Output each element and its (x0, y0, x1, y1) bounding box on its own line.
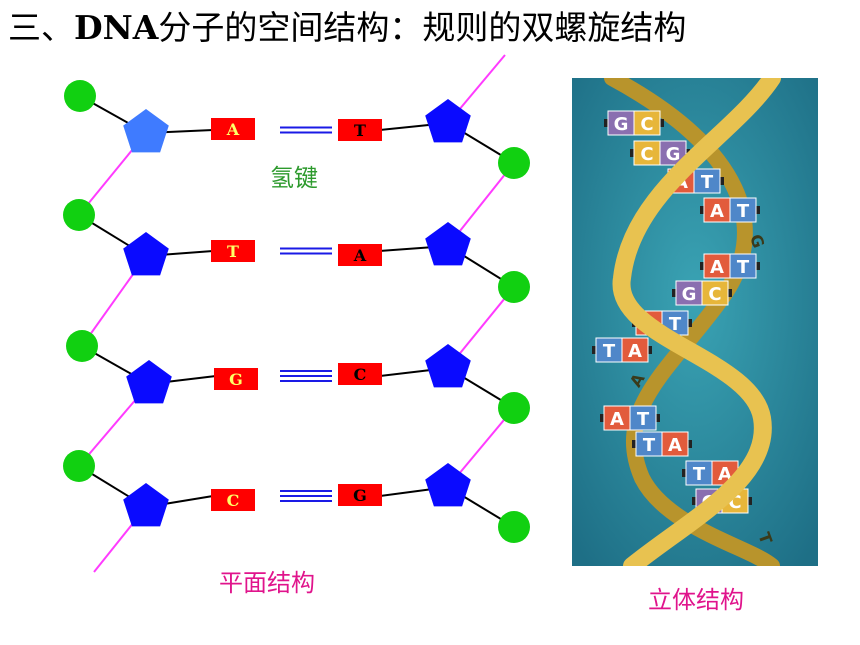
base-box (338, 363, 382, 385)
helix-base-letter: G (682, 284, 697, 305)
helix-base-letter: G (666, 144, 681, 165)
deoxyribose-pentagon (425, 463, 471, 507)
title-rest: 分子的空间结构：规则的双螺旋结构 (158, 8, 687, 47)
base-box (214, 368, 258, 390)
base-box (338, 119, 382, 141)
helix-base-letter: A (710, 201, 724, 222)
right-base-letter: A (353, 246, 367, 265)
helix-base-letter: A (668, 435, 682, 456)
page-title: 三、DNA分子的空间结构：规则的双螺旋结构 (8, 4, 686, 52)
helix-base-tile (675, 280, 703, 306)
left-base-letter: G (229, 370, 243, 389)
base-box (211, 240, 255, 262)
stereo-structure-label: 立体结构 (648, 586, 744, 614)
helix-base-tile (629, 405, 657, 431)
right-base-letter: T (354, 121, 366, 140)
flat-structure-label: 平面结构 (219, 569, 315, 597)
base-box (211, 489, 255, 511)
helix-base-tile (603, 405, 631, 431)
helix-base-letter: T (669, 314, 682, 335)
helix-base-tile (685, 460, 713, 486)
left-base-letter: T (227, 242, 239, 261)
helix-base-tile (729, 197, 757, 223)
left-base-letter: C (227, 491, 240, 510)
deoxyribose-pentagon (425, 222, 471, 266)
deoxyribose-pentagon (425, 99, 471, 143)
deoxyribose-pentagon (123, 483, 169, 527)
phosphate-circle (498, 147, 530, 179)
helix-base-letter: T (737, 257, 750, 278)
helix-base-tile (701, 280, 729, 306)
helix-base-letter: T (603, 341, 616, 362)
helix-base-tile (661, 431, 689, 457)
helix-base-letter: C (640, 144, 653, 165)
helix-front-ribbon (612, 78, 781, 566)
phosphate-circle (498, 511, 530, 543)
helix-base-letter: T (737, 201, 750, 222)
helix-base-tile (703, 253, 731, 279)
right-base-letter: C (354, 365, 367, 384)
helix-base-letter: T (701, 172, 714, 193)
right-base-letter: G (353, 486, 367, 505)
helix-base-tile (633, 110, 661, 136)
phosphate-circle (64, 80, 96, 112)
hydrogen-bond-label: 氢键 (270, 164, 318, 192)
phosphate-circle (498, 392, 530, 424)
helix-base-tile (595, 337, 623, 363)
helix-base-tile (621, 337, 649, 363)
helix-base-letter: A (628, 341, 642, 362)
phosphate-circle (63, 199, 95, 231)
base-box (211, 118, 255, 140)
base-box (338, 484, 382, 506)
helix-strand-letter: G (746, 232, 768, 251)
deoxyribose-pentagon (425, 344, 471, 388)
deoxyribose-pentagon (123, 232, 169, 276)
helix-base-letter: T (637, 409, 650, 430)
deoxyribose-pentagon (123, 109, 169, 153)
helix-base-letter: A (610, 409, 624, 430)
title-prefix: 三、 (8, 8, 74, 47)
helix-base-letter: C (640, 114, 653, 135)
phosphate-circle (66, 330, 98, 362)
title-dna-word: DNA (74, 8, 159, 47)
left-base-letter: A (226, 120, 240, 139)
helix-base-letter: T (693, 464, 706, 485)
helix-base-tile (633, 140, 661, 166)
helix-base-tile (693, 168, 721, 194)
helix-base-tile (729, 253, 757, 279)
phosphate-circle (498, 271, 530, 303)
deoxyribose-pentagon (126, 360, 172, 404)
helix-base-letter: G (614, 114, 629, 135)
base-box (338, 244, 382, 266)
helix-base-letter: A (710, 257, 724, 278)
helix-base-letter: C (708, 284, 721, 305)
helix-base-letter: T (643, 435, 656, 456)
phosphate-circle (63, 450, 95, 482)
